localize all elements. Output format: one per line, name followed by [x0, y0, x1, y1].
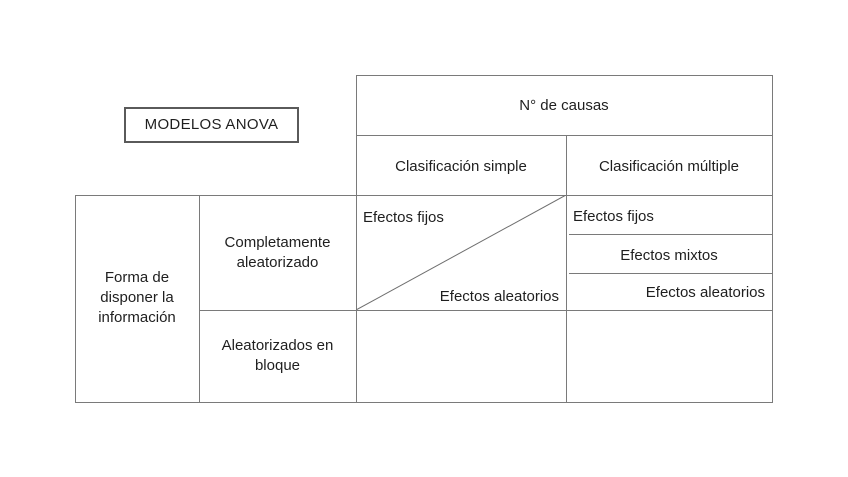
left-axis-label: Forma de disponer la información [98, 269, 176, 326]
row-header-completamente-aleatorizado: Completamente aleatorizado [224, 234, 331, 271]
header-top-border [356, 75, 773, 76]
diagonal-divider [356, 195, 566, 310]
row-header-aleatorizados-en-bloque: Aleatorizados en bloque [221, 337, 334, 374]
row-divider [199, 310, 773, 311]
main-table-bottom-border [75, 402, 773, 403]
cell-multiple-efectos-mixtos: Efectos mixtos [620, 247, 718, 264]
header-n-de-causas: N° de causas [519, 97, 609, 114]
title-box: MODELOS ANOVA [124, 107, 299, 143]
header-clasificacion-multiple: Clasificación múltiple [598, 158, 740, 175]
multiple-subdivider-2 [569, 273, 773, 274]
cell-multiple-efectos-aleatorios: Efectos aleatorios [645, 284, 765, 301]
header-clasificacion-simple: Clasificación simple [395, 158, 527, 175]
main-table-top-border [75, 195, 773, 196]
cell-simple-efectos-aleatorios: Efectos aleatorios [439, 288, 559, 305]
main-table-left-border [75, 195, 76, 402]
table-right-border [772, 75, 773, 403]
multiple-subdivider-1 [569, 234, 773, 235]
title-box-label: MODELOS ANOVA [144, 116, 279, 133]
column-divider-1 [199, 195, 200, 402]
cell-simple-efectos-fijos: Efectos fijos [363, 209, 444, 226]
header-middle-border [356, 135, 773, 136]
cell-multiple-efectos-fijos: Efectos fijos [573, 208, 654, 225]
column-divider-2 [356, 75, 357, 402]
column-divider-3 [566, 135, 567, 402]
